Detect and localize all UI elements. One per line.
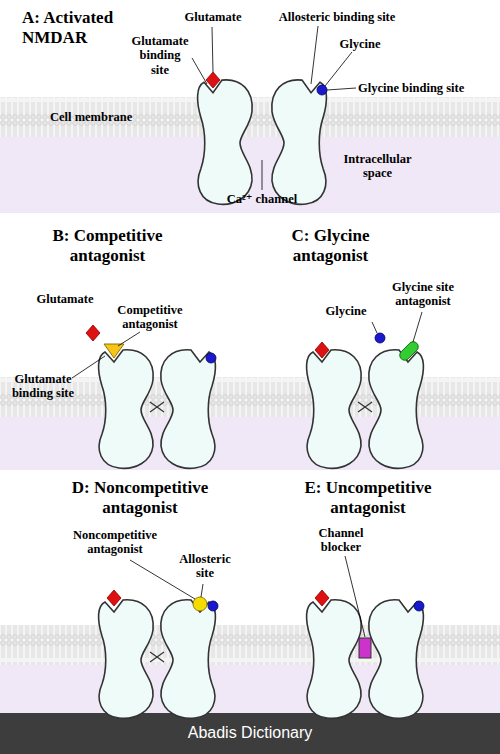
glycine-dot <box>206 353 216 363</box>
glycine-dot <box>317 85 327 95</box>
intracellular-region <box>0 417 500 470</box>
watermark: Abadis Dictionary <box>0 724 500 742</box>
leader-line <box>72 356 105 378</box>
subunit-contact <box>150 402 164 412</box>
receptor-subunit <box>198 80 253 204</box>
glycine-dot <box>414 601 424 611</box>
receptor-subunit <box>369 350 424 469</box>
panel-heading: B: Competitive antagonist <box>40 226 175 265</box>
part-label: Glutamate <box>30 292 100 306</box>
region-label: Intracellular space <box>330 152 425 181</box>
leader-line <box>212 27 213 72</box>
membrane-band <box>0 625 500 665</box>
glycine-dot <box>375 333 385 343</box>
leader-line <box>345 556 365 637</box>
part-label: Glutamate binding site <box>130 34 190 77</box>
leader-line <box>192 58 207 84</box>
panel-heading: C: Glycine antagonist <box>268 226 393 265</box>
subunit-contact <box>358 402 372 412</box>
leader-line <box>262 160 263 190</box>
footer-bar <box>0 713 500 754</box>
noncompetitive-antagonist-circle <box>193 597 207 611</box>
subunit-contact <box>358 402 372 412</box>
leader-line <box>372 322 377 333</box>
receptor-subunit <box>307 600 362 719</box>
part-label: Allosteric binding site <box>262 10 412 24</box>
lipid-bilayer <box>0 625 500 665</box>
part-label: Competitive antagonist <box>100 303 200 332</box>
subunit-contact <box>150 402 164 412</box>
glutamate-diamond <box>86 325 100 341</box>
part-label: Glycine <box>330 37 390 51</box>
part-label: Glycine site antagonist <box>378 280 468 309</box>
panel-heading: E: Uncompetitive antagonist <box>283 478 453 517</box>
part-label: Noncompetitive antagonist <box>55 528 175 557</box>
part-label: Glycine binding site <box>358 81 498 95</box>
intracellular-region <box>0 665 500 713</box>
receptor-subunit <box>369 600 424 719</box>
part-label: Glutamate binding site <box>10 372 76 401</box>
part-label: Glutamate <box>182 10 244 24</box>
channel-blocker <box>359 638 371 658</box>
competitive-antagonist-triangle <box>104 344 124 358</box>
panel-heading: A: Activated NMDAR <box>22 8 147 47</box>
leader-line <box>311 26 318 84</box>
receptor-subunit <box>307 350 362 469</box>
glycine-site-antagonist <box>398 340 421 363</box>
receptor-subunit <box>99 600 154 719</box>
glutamate-diamond <box>107 590 121 606</box>
subunit-contact <box>150 652 164 662</box>
receptor-subunit <box>272 80 327 204</box>
glycine-dot <box>208 601 218 611</box>
leader-line <box>201 584 203 597</box>
part-label: Ca²⁺ channel <box>212 192 312 206</box>
glutamate-diamond <box>206 72 220 88</box>
lipid-bilayer <box>0 377 500 417</box>
subunit-contact <box>150 652 164 662</box>
part-label: Allosteric site <box>172 552 238 581</box>
leader-line <box>118 332 140 346</box>
receptor-subunit <box>99 350 154 469</box>
glutamate-diamond <box>315 342 329 358</box>
receptor-subunit <box>161 350 216 469</box>
region-label: Cell membrane <box>50 110 170 124</box>
leader-line <box>413 312 422 342</box>
leader-line <box>327 88 356 90</box>
glutamate-diamond <box>315 590 329 606</box>
leader-line <box>325 52 352 86</box>
receptor-subunit <box>161 600 216 719</box>
panel-heading: D: Noncompetitive antagonist <box>55 478 225 517</box>
membrane-band <box>0 377 500 417</box>
part-label: Glycine <box>318 304 374 318</box>
part-label: Channel blocker <box>305 526 377 555</box>
